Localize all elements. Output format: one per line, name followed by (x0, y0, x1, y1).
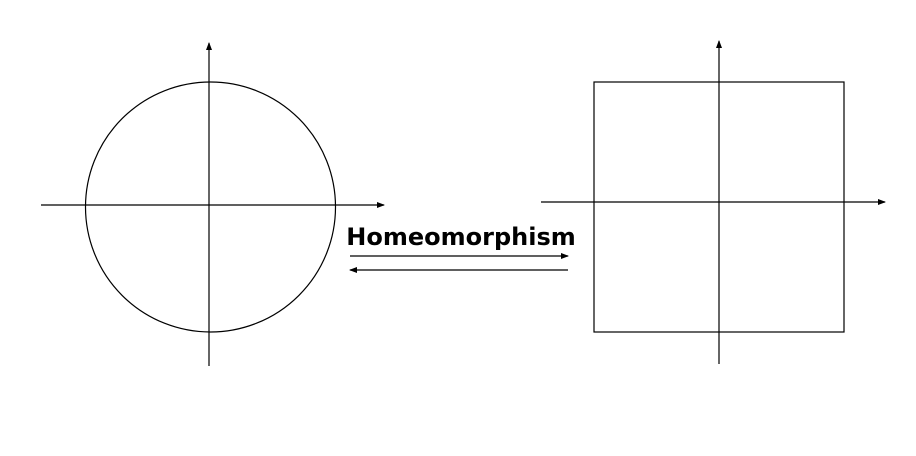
homeomorphism-label: Homeomorphism (346, 223, 575, 251)
homeomorphism-map: Homeomorphism (346, 223, 576, 273)
unit-square (593, 81, 845, 333)
circle-figure (41, 42, 385, 366)
unit-circle (84, 81, 337, 333)
square-figure (541, 40, 886, 364)
